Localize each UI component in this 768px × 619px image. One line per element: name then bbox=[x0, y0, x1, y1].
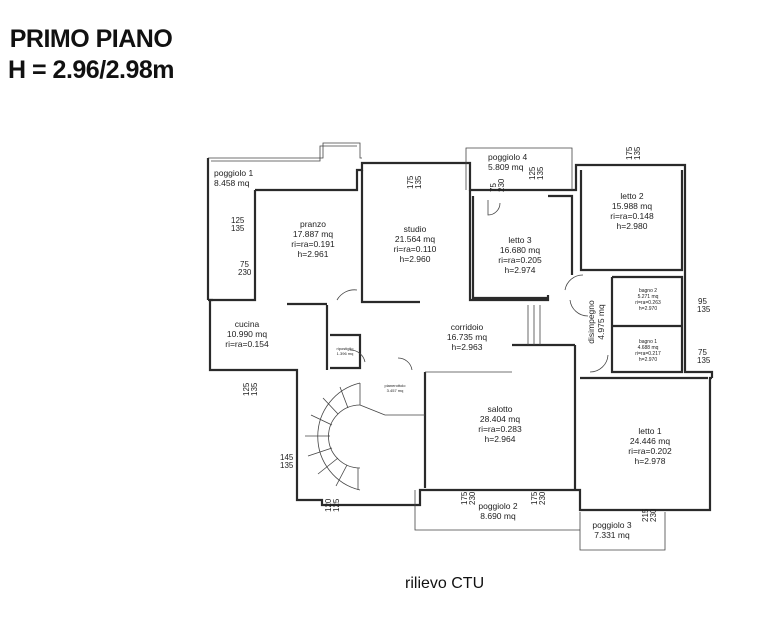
plan-title: PRIMO PIANO H = 2.96/2.98m bbox=[8, 24, 175, 86]
dim-label: 125135 bbox=[528, 166, 545, 180]
room-disimpegno: disimpegno4.975 mq bbox=[586, 300, 606, 344]
dim-label: 175230 bbox=[530, 491, 547, 505]
doors bbox=[336, 200, 609, 373]
walls bbox=[206, 142, 714, 551]
dim-label: 175135 bbox=[625, 146, 642, 160]
dim-label: 120125 bbox=[324, 498, 341, 512]
dim-label: 175230 bbox=[460, 491, 477, 505]
caption: rilievo CTU bbox=[405, 575, 485, 592]
spiral-stair-steps bbox=[305, 383, 361, 490]
dim-label: 125135 bbox=[242, 382, 259, 396]
floor-height: H = 2.96/2.98m bbox=[8, 56, 175, 84]
dim-label: 75230 bbox=[489, 178, 506, 192]
dim-label: 215230 bbox=[641, 508, 658, 522]
floor-name: PRIMO PIANO bbox=[9, 25, 173, 53]
dim-label: 175135 bbox=[406, 175, 423, 189]
